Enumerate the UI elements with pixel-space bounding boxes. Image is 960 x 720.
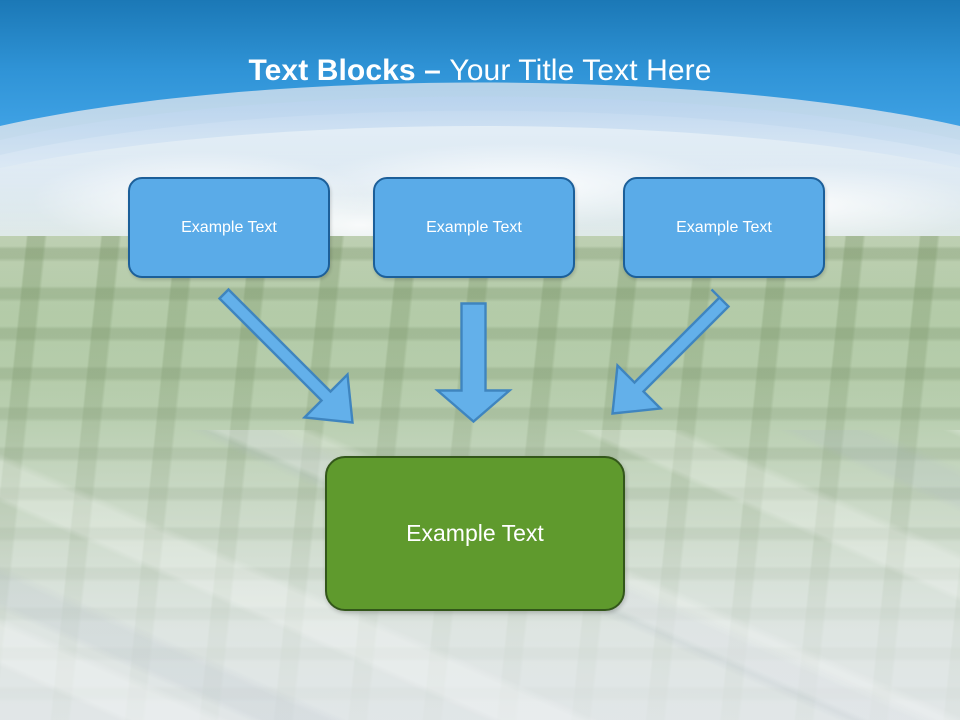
text-block-1[interactable]: Example Text xyxy=(128,177,330,278)
page-title-dash: – xyxy=(424,54,450,87)
text-block-3-label: Example Text xyxy=(676,218,772,236)
page-title-bold: Text Blocks xyxy=(248,54,425,87)
text-block-1-label: Example Text xyxy=(181,218,277,236)
text-block-2[interactable]: Example Text xyxy=(373,177,575,278)
page-title: Text Blocks – Your Title Text Here xyxy=(0,52,960,90)
text-block-3[interactable]: Example Text xyxy=(623,177,825,278)
text-block-2-label: Example Text xyxy=(426,218,522,236)
swoosh-accent-band xyxy=(0,96,960,168)
page-title-light: Your Title Text Here xyxy=(449,54,712,87)
header-blue-fill xyxy=(0,0,960,126)
result-text-block[interactable]: Example Text xyxy=(325,456,625,611)
result-text-block-label: Example Text xyxy=(406,520,544,546)
